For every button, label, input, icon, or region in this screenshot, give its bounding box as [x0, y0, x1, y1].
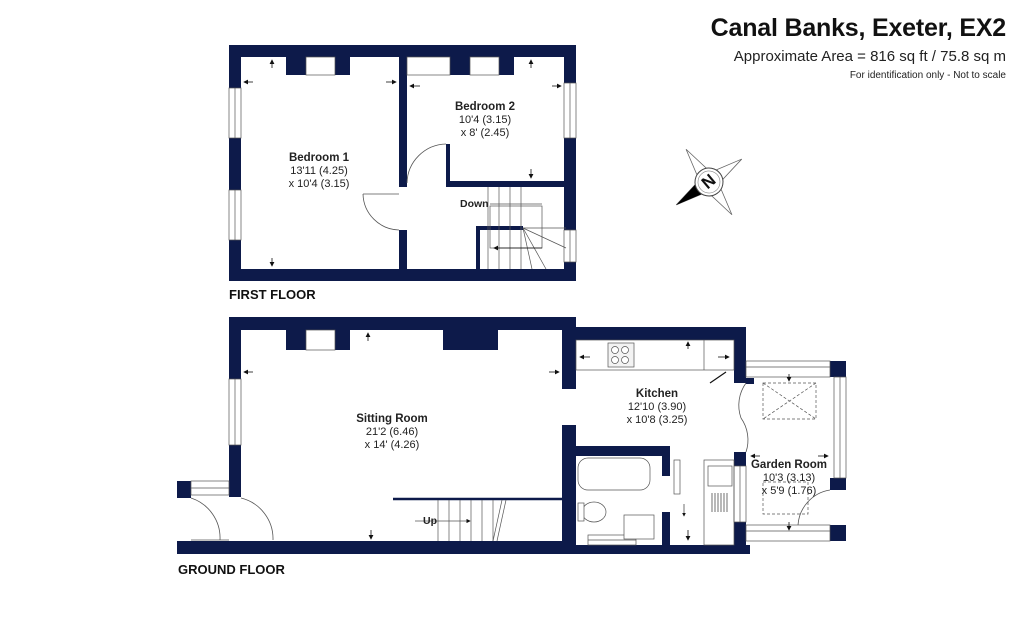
room-dim-width: x 14' (4.26) [364, 439, 420, 451]
room-name: Garden Room [750, 459, 828, 471]
room-dim-width: x 5'9 (1.76) [761, 485, 817, 497]
ground-floor-dim-arrows [243, 332, 829, 541]
first-floor-dim-arrows [243, 59, 562, 267]
room-sitting-room: Sitting Room 21'2 (6.46) x 14' (4.26) [356, 413, 428, 452]
ground-floor-stairs [393, 497, 562, 542]
ground-floor-fixtures [575, 339, 817, 546]
ground-floor-doors [190, 371, 831, 541]
room-dim-length: 13'11 (4.25) [290, 165, 348, 177]
room-dim-width: x 8' (2.45) [460, 127, 510, 139]
first-floor-doors [362, 143, 447, 231]
ground-floor-label: GROUND FLOOR [178, 562, 285, 577]
ground-floor-plan [177, 317, 846, 554]
first-floor-windows [228, 56, 577, 263]
property-title: Canal Banks, Exeter, EX2 [710, 14, 1007, 42]
north-arrow-icon [675, 148, 743, 216]
room-dim-length: 10'3 (3.13) [762, 472, 816, 484]
room-name: Kitchen [635, 388, 679, 400]
room-kitchen: Kitchen 12'10 (3.90) x 10'8 (3.25) [627, 388, 688, 427]
room-dim-width: x 10'4 (3.15) [288, 178, 350, 190]
room-dim-width: x 10'8 (3.25) [626, 414, 688, 426]
room-dim-length: 21'2 (6.46) [365, 426, 419, 438]
first-floor-stairs [487, 187, 567, 270]
approximate-area: Approximate Area = 816 sq ft / 75.8 sq m [733, 48, 1006, 65]
stairs-down-label: Down [460, 198, 489, 210]
room-name: Bedroom 2 [454, 101, 516, 113]
room-dim-length: 10'4 (3.15) [458, 114, 512, 126]
disclaimer: For identification only - Not to scale [849, 70, 1006, 81]
room-name: Bedroom 1 [288, 152, 350, 164]
first-floor-label: FIRST FLOOR [229, 287, 316, 302]
room-name: Sitting Room [356, 413, 428, 425]
room-garden-room: Garden Room 10'3 (3.13) x 5'9 (1.76) [751, 459, 827, 498]
room-dim-length: 12'10 (3.90) [627, 401, 687, 413]
room-bedroom-2: Bedroom 2 10'4 (3.15) x 8' (2.45) [455, 101, 515, 140]
stairs-up-label: Up [423, 515, 437, 527]
room-bedroom-1: Bedroom 1 13'11 (4.25) x 10'4 (3.15) [289, 152, 350, 191]
first-floor-plan [229, 45, 576, 281]
ground-floor-windows [190, 329, 847, 546]
